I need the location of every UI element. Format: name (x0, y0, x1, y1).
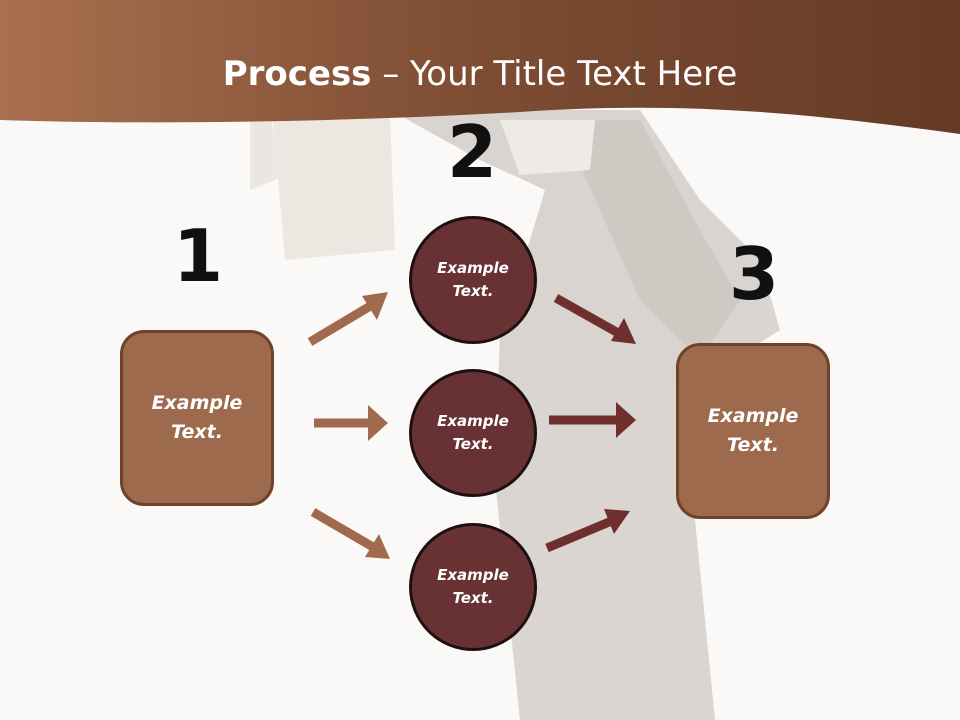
right-box-label: Example Text. (707, 405, 799, 456)
arrow-to-top-circle (307, 301, 375, 346)
title-rest: – Your Title Text Here (371, 54, 738, 94)
waiter-silhouette-image (250, 110, 780, 720)
step-number-2: 2 (446, 110, 498, 194)
arrows-left (307, 292, 390, 559)
circle-top: Example Text. (409, 216, 537, 344)
right-box: Example Text. (676, 343, 830, 519)
arrow-head (611, 318, 636, 344)
circle-middle: Example Text. (409, 369, 537, 497)
arrow-from-bottom-circle (545, 515, 616, 553)
title-banner (0, 0, 960, 134)
arrows-right (545, 294, 636, 553)
step-number-3: 3 (728, 232, 780, 316)
circle-top-label: Example Text. (437, 259, 509, 300)
circle-bottom: Example Text. (409, 523, 537, 651)
arrow-to-bottom-circle (310, 508, 376, 551)
circle-middle-label: Example Text. (437, 412, 509, 453)
arrow-head (365, 534, 390, 559)
step-number-1: 1 (172, 214, 224, 298)
title-bold: Process (222, 54, 372, 94)
arrow-head (616, 402, 636, 438)
arrow-head (604, 509, 630, 534)
slide-title: Process – Your Title Text Here (0, 52, 960, 96)
arrow-head (368, 405, 388, 441)
circle-bottom-label: Example Text. (437, 566, 509, 607)
arrow-head (362, 292, 388, 320)
left-box: Example Text. (120, 330, 274, 506)
left-box-label: Example Text. (151, 392, 243, 443)
arrow-from-top-circle (553, 294, 623, 338)
